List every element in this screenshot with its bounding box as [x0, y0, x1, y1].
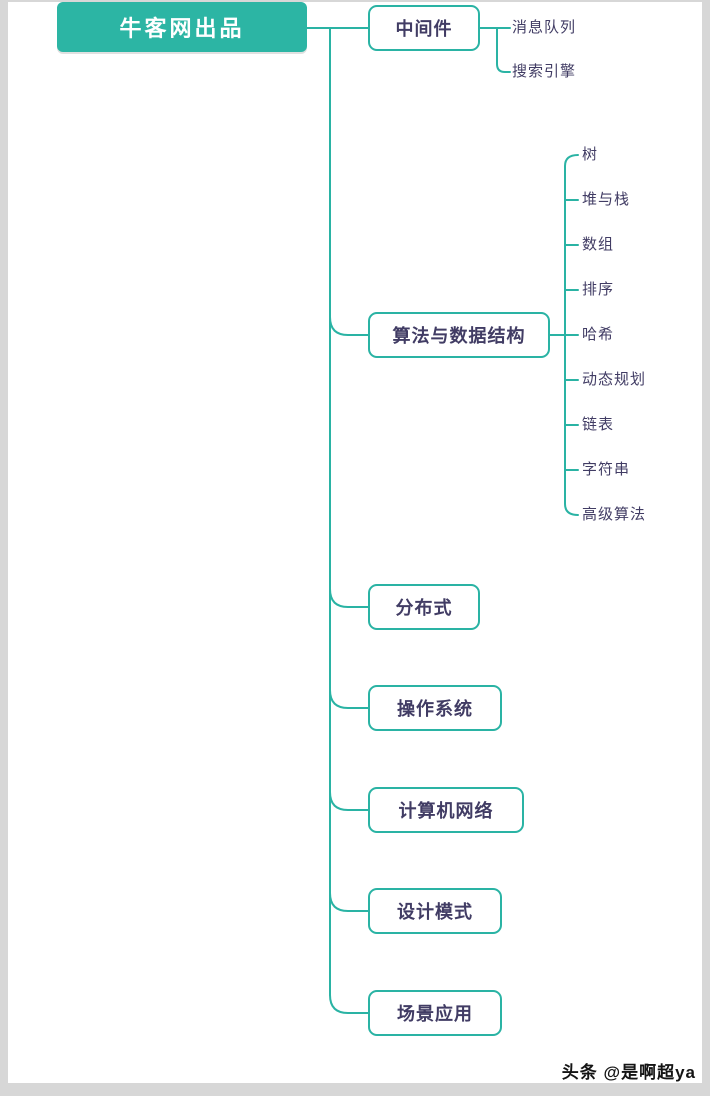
child-topic-array[interactable]: 数组	[582, 236, 615, 253]
child-topic-tree[interactable]: 树	[582, 146, 599, 163]
root-node[interactable]: 牛客网出品	[57, 2, 307, 52]
branch-node-design-patterns[interactable]: 设计模式	[368, 888, 502, 934]
child-topic-message-queue[interactable]: 消息队列	[512, 19, 577, 36]
watermark-text: 头条 @是啊超ya	[561, 1063, 696, 1082]
branch-node-scenario-application[interactable]: 场景应用	[368, 990, 502, 1036]
child-topic-search-engine[interactable]: 搜索引擎	[512, 63, 577, 80]
child-topic-advanced-algorithms[interactable]: 高级算法	[582, 506, 647, 523]
child-topic-sorting[interactable]: 排序	[582, 281, 615, 298]
child-topic-heap-stack[interactable]: 堆与栈	[582, 191, 631, 208]
branch-node-algorithms-data-structures[interactable]: 算法与数据结构	[368, 312, 550, 358]
branch-node-operating-system[interactable]: 操作系统	[368, 685, 502, 731]
branch-node-middleware[interactable]: 中间件	[368, 5, 480, 51]
child-topic-linked-list[interactable]: 链表	[582, 416, 615, 433]
child-topic-hash[interactable]: 哈希	[582, 326, 615, 343]
child-topic-string[interactable]: 字符串	[582, 461, 631, 478]
root-node-label: 牛客网出品	[119, 16, 245, 41]
branch-node-distributed[interactable]: 分布式	[368, 584, 480, 630]
branch-node-computer-network[interactable]: 计算机网络	[368, 787, 524, 833]
child-topic-dynamic-programming[interactable]: 动态规划	[582, 371, 647, 388]
